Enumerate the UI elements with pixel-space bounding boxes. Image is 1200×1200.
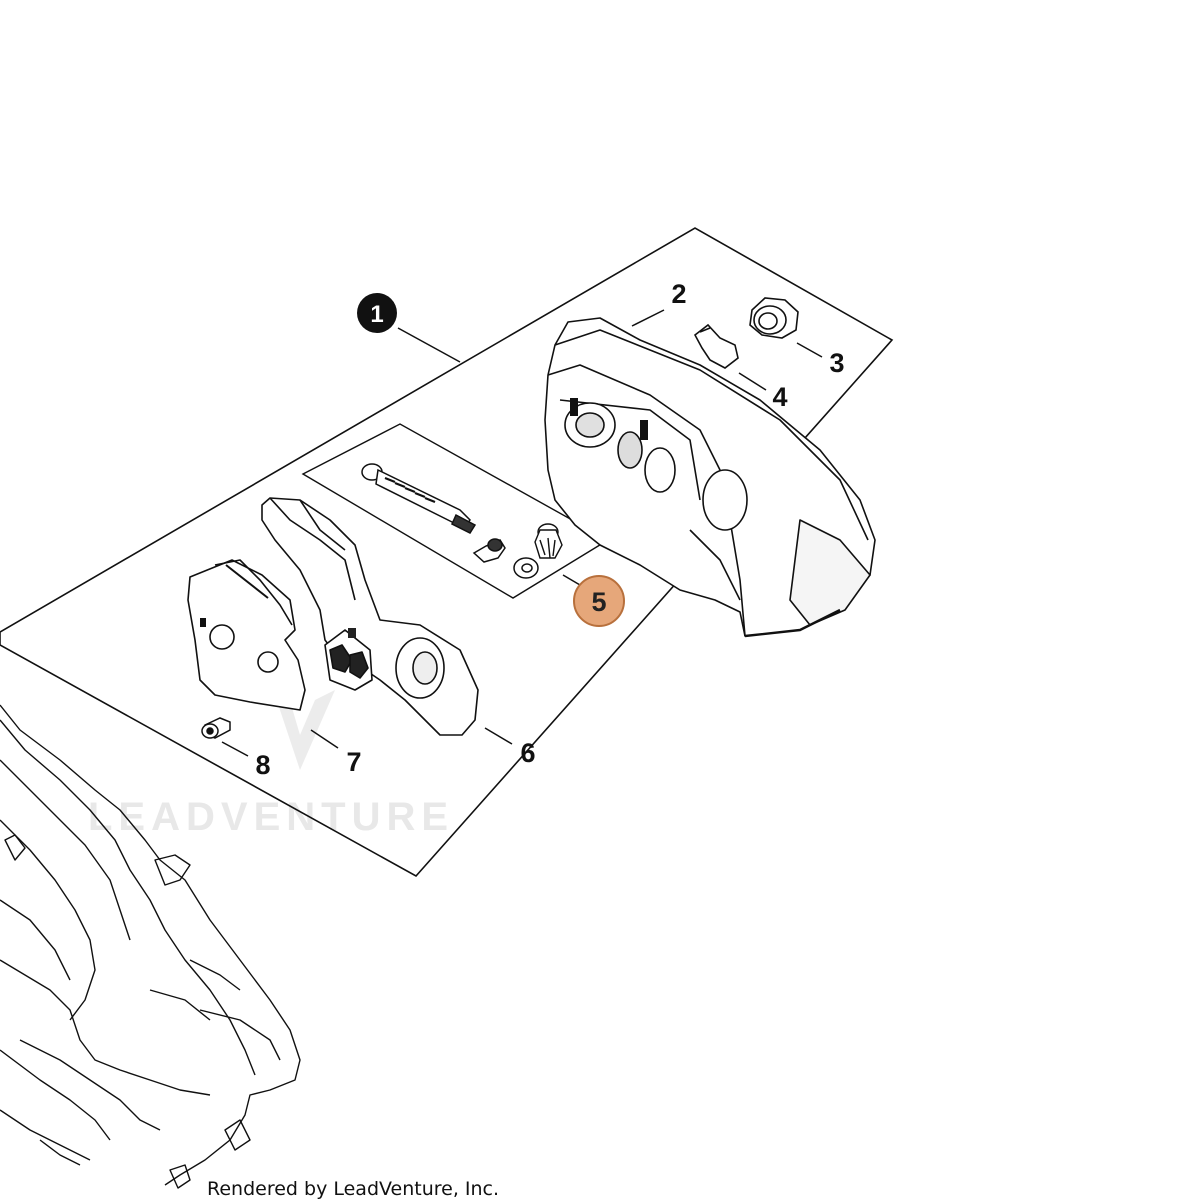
render-credit: Rendered by LeadVenture, Inc. [207,1178,500,1200]
screw [201,717,231,739]
callout-4-label: 4 [772,382,787,412]
bar-plate [187,559,306,711]
callout-1-label: 1 [370,301,383,328]
clip [693,323,739,369]
callout-2[interactable]: 2 [671,279,686,309]
callout-2-label: 2 [671,279,686,309]
chain-guard [261,497,479,736]
callout-7-label: 7 [346,747,361,777]
callout-4[interactable]: 4 [772,382,787,412]
callout-8-label: 8 [255,750,270,780]
chain-cover-housing [544,317,876,638]
callout-6[interactable]: 6 [520,738,535,768]
tensioner-gear [534,523,563,559]
chainsaw-body [0,704,301,1189]
watermark-text: LEADVENTURE [88,795,454,839]
callout-3[interactable]: 3 [829,348,844,378]
callout-3-label: 3 [829,348,844,378]
callout-7[interactable]: 7 [346,747,361,777]
callout-1[interactable]: 1 [357,293,397,333]
assembly-frame [0,227,894,878]
callout-8[interactable]: 8 [255,750,270,780]
callout-6-label: 6 [520,738,535,768]
leader-lines [221,309,823,757]
callout-5[interactable]: 5 [573,575,625,627]
callout-5-label: 5 [591,587,606,617]
tensioner-bolt [361,463,477,534]
tensioner-pin [472,538,506,563]
tensioner-washer [513,557,539,579]
nut [749,297,799,339]
